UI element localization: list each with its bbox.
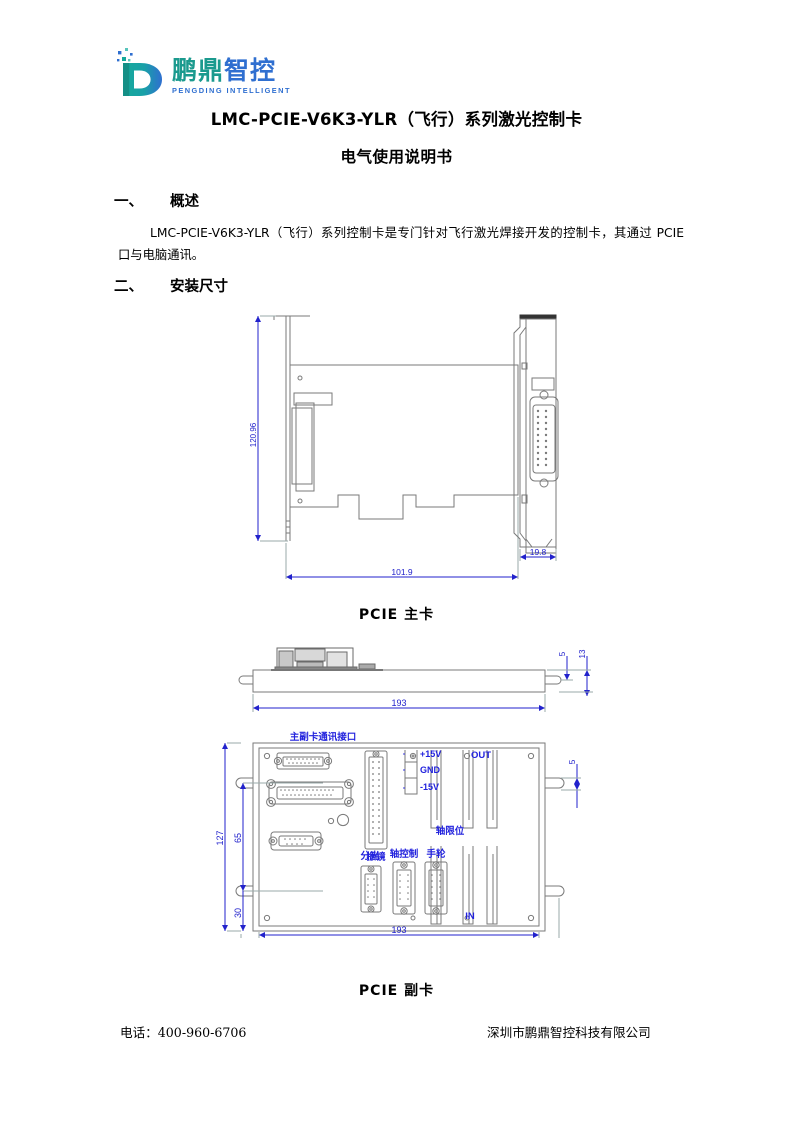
port-label-axis-control: 轴控制 [390, 848, 419, 860]
dimension-inner-width: 193 [391, 925, 406, 935]
section-2-title: 安装尺寸 [170, 279, 228, 295]
dimension-right-tab: 5 [567, 759, 577, 764]
logo-english-name: PENGDING INTELLIGENT [172, 86, 291, 95]
port-label-scanner: 振镜 [366, 851, 386, 863]
figure-caption-sub-card: PCIE 副卡 [358, 983, 435, 999]
port-label-in: IN [465, 911, 475, 922]
dimension-low-height: 30 [233, 908, 243, 918]
logo-cn-part1: 鹏鼎 [172, 56, 225, 85]
figure-pcie-main-card: 120.96 101.9 [249, 305, 670, 605]
dimension-mid-height: 65 [233, 833, 243, 843]
port-label-power-positive: +15V [420, 749, 441, 759]
d-letter-logo-icon [114, 46, 166, 96]
section-2-number: 二、 [114, 279, 143, 295]
dimension-tab-offset: 5 [558, 651, 567, 656]
dimension-bracket-width: 19.8 [530, 547, 547, 557]
section-1-paragraph-text: LMC-PCIE-V6K3-YLR（飞行）系列控制卡是专门针对飞行激光焊接开发的… [118, 226, 684, 262]
dimension-height-main: 120.96 [250, 422, 258, 447]
logo-cn-part2: 智控 [224, 56, 277, 85]
port-label-out: OUT [471, 750, 491, 761]
section-heading-dimensions: 二、 安装尺寸 [114, 275, 228, 296]
port-label-power-negative: -15V [420, 782, 439, 792]
port-label-axis-limit: 轴限位 [436, 825, 465, 837]
port-label-power-gnd: GND [420, 765, 441, 775]
section-1-paragraph: LMC-PCIE-V6K3-YLR（飞行）系列控制卡是专门针对飞行激光焊接开发的… [118, 222, 684, 266]
company-logo: 鹏鼎智控 PENGDING INTELLIGENT [114, 46, 291, 96]
footer-company: 深圳市鹏鼎智控科技有限公司 [487, 1025, 651, 1040]
page-title: LMC-PCIE-V6K3-YLR（飞行）系列激光控制卡 [210, 110, 583, 129]
port-label-handwheel: 手轮 [426, 848, 446, 860]
section-heading-overview: 一、 概述 [114, 190, 199, 211]
figure-pcie-sub-card: 193 5 13 [215, 638, 615, 952]
page-footer: 电话：400-960-6706 深圳市鹏鼎智控科技有限公司 [0, 1022, 793, 1046]
dimension-board-height: 127 [215, 830, 225, 845]
dimension-profile-length: 193 [391, 698, 406, 708]
port-label-beam-split: 分光 [360, 850, 380, 862]
logo-chinese-name: 鹏鼎智控 [172, 58, 291, 83]
section-1-title: 概述 [170, 194, 199, 210]
page-subtitle: 电气使用说明书 [340, 148, 453, 166]
dimension-thickness: 13 [578, 649, 587, 658]
section-1-number: 一、 [114, 194, 143, 210]
figure-caption-main-card: PCIE 主卡 [358, 607, 435, 623]
port-label-comm: 主副卡通讯接口 [290, 731, 357, 743]
dimension-width-main: 101.9 [391, 567, 413, 577]
footer-phone: 电话：400-960-6706 [120, 1025, 247, 1040]
